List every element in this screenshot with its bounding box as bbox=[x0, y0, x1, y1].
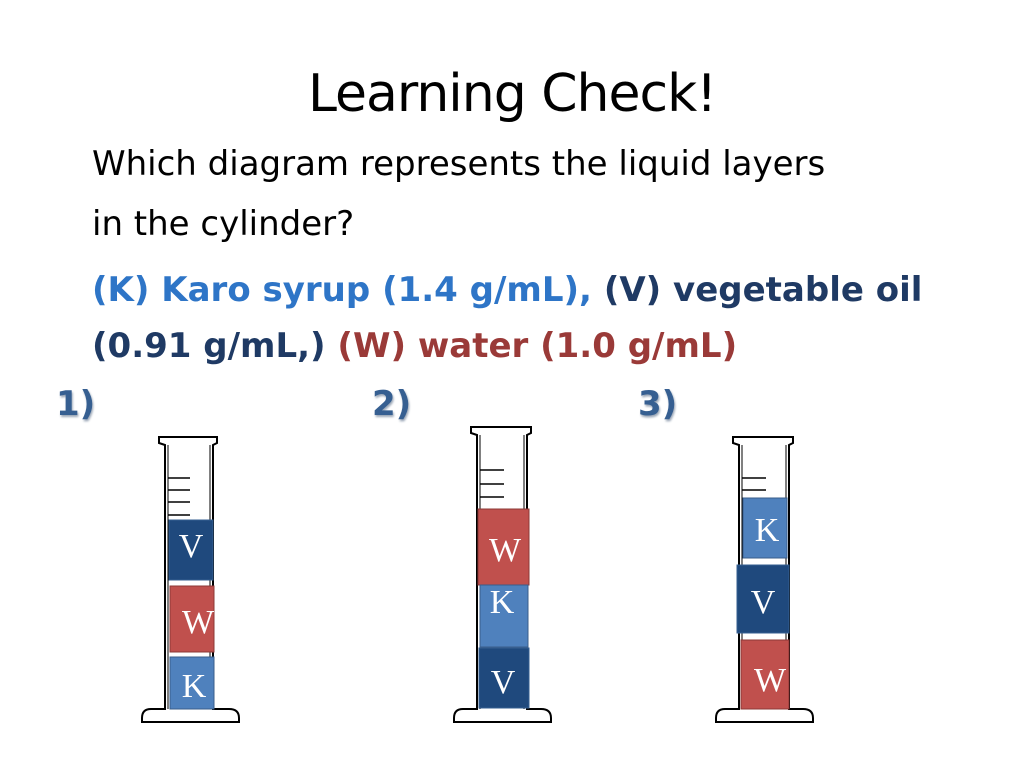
cylinder-1-layer-k-label: K bbox=[182, 668, 207, 705]
liquids-line-1: (K) Karo syrup (1.4 g/mL), (V) vegetable… bbox=[92, 262, 952, 318]
cylinder-1-layer-w-label: W bbox=[182, 604, 215, 641]
liquid-v-text: (V) vegetable oil bbox=[603, 270, 923, 310]
liquid-densities: (K) Karo syrup (1.4 g/mL), (V) vegetable… bbox=[92, 262, 952, 374]
liquid-k-text: (K) Karo syrup (1.4 g/mL), bbox=[92, 270, 592, 310]
cylinder-2-layer-k: K bbox=[479, 584, 529, 648]
slide-title: Learning Check! bbox=[307, 64, 717, 124]
question-line-2: in the cylinder? bbox=[92, 204, 355, 244]
cylinder-1-layer-v: V bbox=[168, 519, 214, 581]
liquid-v-density-text: (0.91 g/mL,) bbox=[92, 326, 326, 366]
cylinder-2: W K V bbox=[453, 426, 552, 723]
cylinder-1-layer-v-label: V bbox=[179, 528, 204, 565]
cylinder-1-graduations bbox=[168, 477, 190, 516]
cylinder-2-layer-k-label: K bbox=[490, 584, 515, 621]
cylinder-2-layer-v: V bbox=[478, 647, 530, 709]
question-text: Which diagram represents the liquid laye… bbox=[92, 134, 952, 254]
cylinder-1-layer-w: W bbox=[169, 585, 215, 653]
cylinder-3-layer-k-label: K bbox=[755, 512, 780, 549]
cylinder-1: V W K bbox=[141, 436, 240, 723]
diagram-3-label: 3) bbox=[638, 384, 678, 424]
cylinder-3-layer-v: V bbox=[736, 564, 790, 634]
cylinder-2-layer-w: W bbox=[477, 508, 530, 586]
cylinder-2-graduations bbox=[480, 469, 504, 498]
liquids-line-2: (0.91 g/mL,) (W) water (1.0 g/mL) bbox=[92, 318, 952, 374]
question-line-1: Which diagram represents the liquid laye… bbox=[92, 144, 826, 184]
cylinder-2-layer-v-label: V bbox=[491, 664, 516, 701]
cylinder-1-layer-k: K bbox=[169, 656, 215, 710]
cylinder-3-layer-w-label: W bbox=[754, 662, 787, 699]
cylinder-3-layer-v-label: V bbox=[751, 584, 776, 621]
cylinder-3-graduations bbox=[742, 477, 766, 491]
cylinder-2-layer-w-label: W bbox=[489, 532, 522, 569]
cylinder-3-layer-w: W bbox=[740, 639, 790, 710]
diagram-1-label: 1) bbox=[56, 384, 96, 424]
diagram-2-label: 2) bbox=[372, 384, 412, 424]
cylinder-3-layer-k: K bbox=[742, 497, 788, 559]
liquid-w-text: (W) water (1.0 g/mL) bbox=[337, 326, 738, 366]
cylinder-3: K V W bbox=[715, 436, 814, 723]
